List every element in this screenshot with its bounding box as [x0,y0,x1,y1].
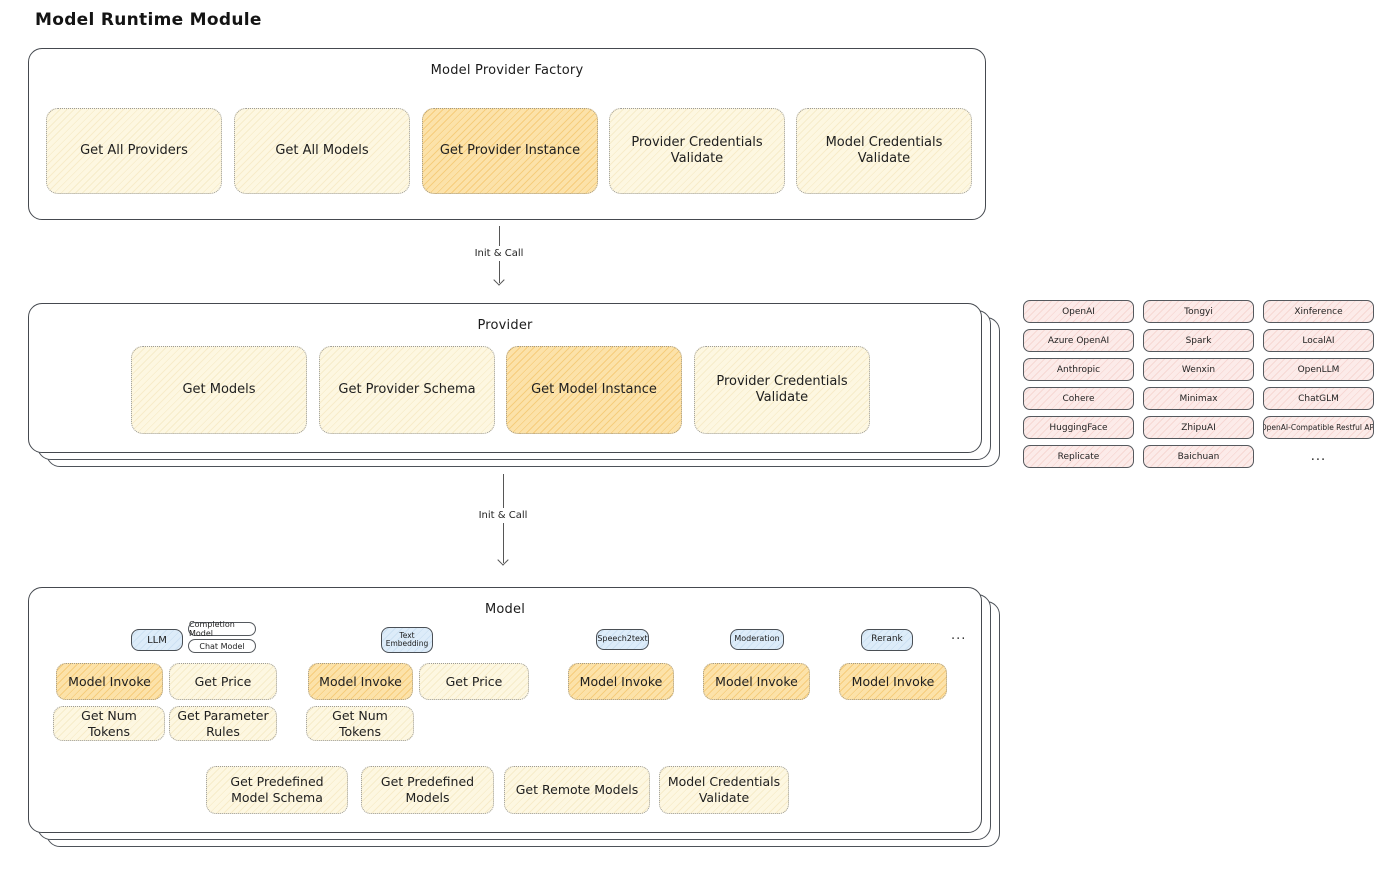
factory-item-get-all-models: Get All Models [234,108,410,194]
provider-chip: ZhipuAI [1143,416,1254,439]
factory-item-model-credentials-validate: Model Credentials Validate [796,108,972,194]
speech2text-model-invoke: Model Invoke [568,663,674,700]
factory-item-provider-credentials-validate: Provider Credentials Validate [609,108,785,194]
provider-chip: Xinference [1263,300,1374,323]
page-title: Model Runtime Module [35,10,262,30]
llm-model-invoke: Model Invoke [56,663,163,700]
provider-chip: Anthropic [1023,358,1134,381]
tab-moderation: Moderation [730,629,784,650]
tab-text-embedding: Text Embedding [381,627,433,653]
tabs-more: ... [951,628,967,643]
provider-chip: Minimax [1143,387,1254,410]
init-call-arrow-2: Init & Call [458,474,548,566]
tab-speech2text: Speech2text [596,629,649,650]
provider-list: OpenAI Tongyi Xinference Azure OpenAI Sp… [1023,300,1374,468]
moderation-model-invoke: Model Invoke [703,663,810,700]
provider-chip: Tongyi [1143,300,1254,323]
model-box: Model LLM Completion Model Chat Model Te… [28,587,1000,847]
tab-completion-model: Completion Model [188,620,256,638]
tab-llm: LLM [131,629,183,651]
tab-rerank: Rerank [861,629,913,651]
provider-item-get-model-instance: Get Model Instance [506,346,682,434]
provider-item-get-models: Get Models [131,346,307,434]
provider-list-more: ... [1310,449,1327,464]
provider-item-get-provider-schema: Get Provider Schema [319,346,495,434]
text-embedding-model-invoke: Model Invoke [308,663,413,700]
factory-title: Model Provider Factory [430,63,584,78]
arrow-down-icon [493,274,505,286]
provider-chip: Spark [1143,329,1254,352]
provider-title: Provider [477,318,533,333]
provider-chip: ChatGLM [1263,387,1374,410]
arrow-down-icon [497,554,509,566]
init-call-arrow-2-label: Init & Call [478,510,528,521]
text-embedding-get-num-tokens: Get Num Tokens [306,706,414,741]
provider-box: Provider Get Models Get Provider Schema … [28,303,1000,467]
get-remote-models: Get Remote Models [504,766,650,814]
llm-get-parameter-rules: Get Parameter Rules [169,706,277,741]
factory-box: Model Provider Factory Get All Providers… [28,48,986,220]
factory-item-get-provider-instance: Get Provider Instance [422,108,598,194]
provider-chip: OpenAI [1023,300,1134,323]
init-call-arrow-1-label: Init & Call [474,248,524,259]
provider-item-provider-credentials-validate: Provider Credentials Validate [694,346,870,434]
get-predefined-model-schema: Get Predefined Model Schema [206,766,348,814]
model-title: Model [484,602,526,617]
rerank-model-invoke: Model Invoke [839,663,947,700]
provider-chip: OpenAI-Compatible Restful API [1263,416,1374,439]
tab-chat-model: Chat Model [188,639,256,653]
model-credentials-validate: Model Credentials Validate [659,766,789,814]
text-embedding-get-price: Get Price [419,663,529,700]
provider-chip: OpenLLM [1263,358,1374,381]
provider-chip: Azure OpenAI [1023,329,1134,352]
get-predefined-models: Get Predefined Models [361,766,494,814]
provider-chip: Wenxin [1143,358,1254,381]
factory-item-get-all-providers: Get All Providers [46,108,222,194]
llm-get-price: Get Price [169,663,277,700]
llm-get-num-tokens: Get Num Tokens [53,706,165,741]
provider-chip: Replicate [1023,445,1134,468]
provider-chip: LocalAI [1263,329,1374,352]
provider-chip: Baichuan [1143,445,1254,468]
provider-chip: HuggingFace [1023,416,1134,439]
provider-chip: Cohere [1023,387,1134,410]
init-call-arrow-1: Init & Call [454,226,544,286]
